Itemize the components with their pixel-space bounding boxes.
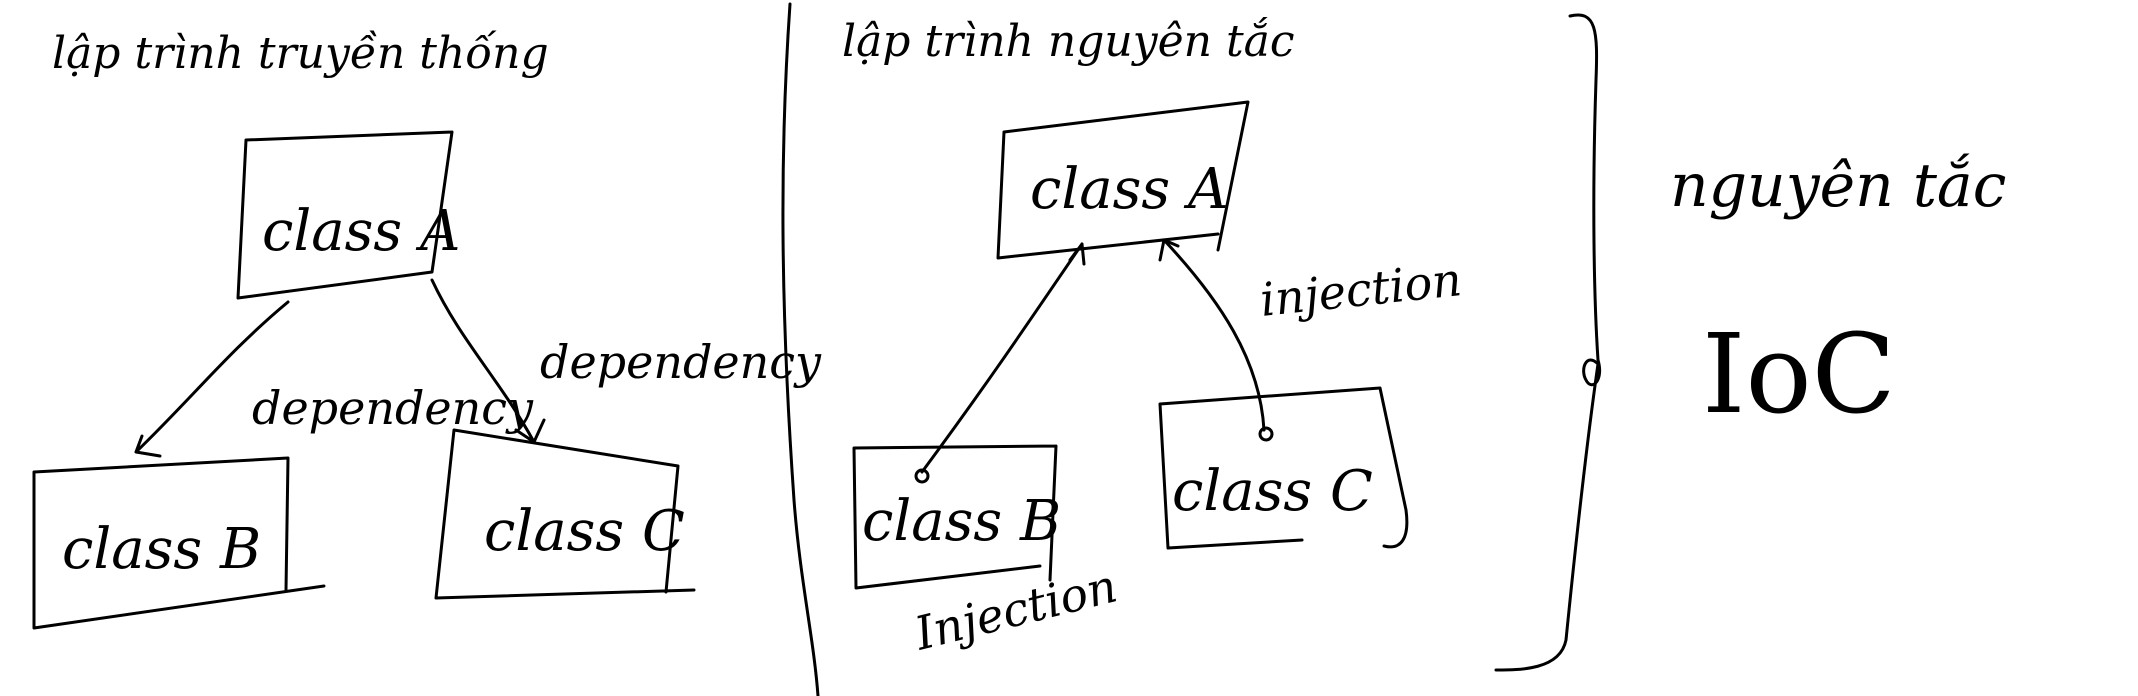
middle-edge-c-to-a — [1158, 238, 1266, 432]
left-class-c-box — [434, 428, 696, 600]
middle-panel: lập trình nguyên tắc class A class B cla… — [842, 16, 1464, 661]
middle-edge-b-origin-dot — [914, 468, 930, 484]
left-edge-a-to-b — [134, 300, 290, 458]
left-panel: lập trình truyền thống class A class B c… — [32, 28, 822, 630]
middle-edge-ba-label: Injection — [909, 559, 1122, 661]
middle-class-b-box — [852, 444, 1058, 590]
middle-class-c-box — [1158, 386, 1409, 550]
middle-edge-c-origin-dot — [1258, 426, 1274, 442]
middle-panel-title: lập trình nguyên tắc — [842, 16, 1295, 67]
left-edge-ab-label: dependency — [252, 381, 534, 435]
left-class-c-node: class C — [434, 428, 696, 600]
ioc-acronym: IoC — [1702, 310, 1896, 438]
right-panel-heading: nguyên tắc — [1670, 151, 2006, 221]
left-edge-a-to-c — [430, 278, 546, 444]
left-class-a-node: class A — [236, 130, 460, 300]
left-panel-title: lập trình truyền thống — [52, 28, 549, 79]
middle-class-b-label: class B — [862, 489, 1061, 554]
middle-class-a-node: class A — [996, 100, 1250, 260]
left-class-b-node: class B — [32, 456, 326, 630]
middle-class-c-label: class C — [1172, 459, 1373, 524]
middle-edge-b-to-a — [920, 242, 1086, 474]
left-class-c-label: class C — [484, 499, 685, 564]
panel-divider-line — [781, 2, 820, 696]
middle-class-a-label: class A — [1030, 157, 1228, 222]
middle-edge-ca-label: injection — [1258, 252, 1465, 327]
right-panel: nguyên tắc IoC — [1670, 151, 2006, 438]
left-edge-ac-label: dependency — [540, 335, 822, 389]
left-class-b-box — [32, 456, 326, 630]
middle-class-c-node: class C — [1158, 386, 1409, 550]
left-class-a-label: class A — [262, 199, 460, 264]
left-class-b-label: class B — [62, 517, 261, 582]
left-class-a-box — [236, 130, 454, 300]
middle-class-a-box — [996, 100, 1250, 260]
right-brace — [1494, 13, 1601, 672]
middle-class-b-node: class B — [852, 444, 1061, 590]
